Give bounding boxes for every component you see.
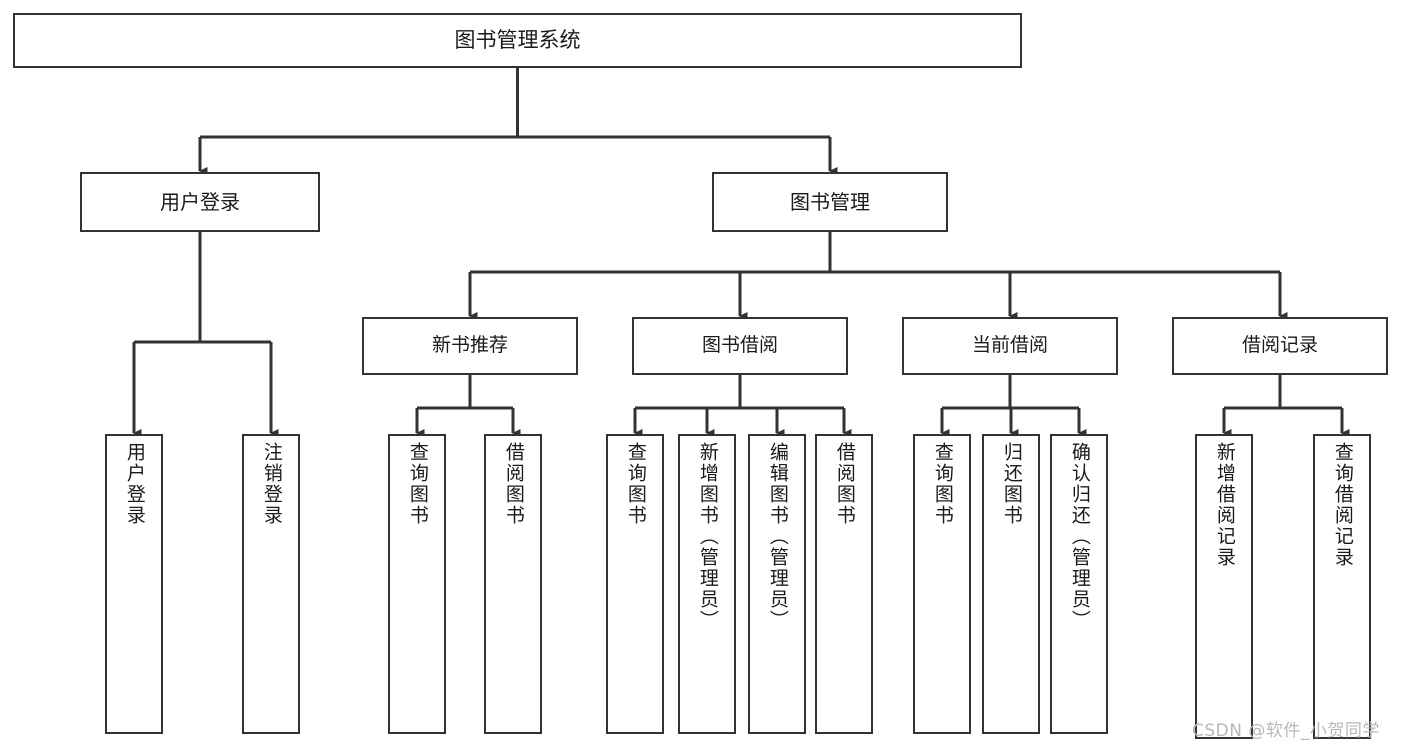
watermark-text: CSDN @软件_小贺同学 bbox=[1192, 721, 1380, 741]
node-label: 图书管理 bbox=[790, 189, 870, 214]
node-label: 查询借阅记录 bbox=[1331, 442, 1354, 568]
node-label: 确认归还（管理员） bbox=[1068, 442, 1091, 631]
node-label: 新增图书（管理员） bbox=[696, 442, 719, 631]
node-leaf-borrow-book[interactable]: 借阅图书 bbox=[815, 434, 873, 734]
node-label: 用户登录 bbox=[123, 442, 146, 526]
node-label: 归还图书 bbox=[1000, 442, 1023, 526]
node-leaf-user-login[interactable]: 用户登录 bbox=[105, 434, 163, 734]
node-label: 图书借阅 bbox=[701, 334, 778, 357]
node-label: 新增借阅记录 bbox=[1213, 442, 1236, 568]
node-label: 用户登录 bbox=[160, 189, 240, 214]
node-label: 查询图书 bbox=[406, 442, 429, 526]
node-leaf-newbook-borrow[interactable]: 借阅图书 bbox=[484, 434, 542, 734]
node-label: 查询图书 bbox=[624, 442, 647, 526]
node-leaf-borrow-edit-admin[interactable]: 编辑图书（管理员） bbox=[748, 434, 806, 734]
node-label: 查询图书 bbox=[931, 442, 954, 526]
node-leaf-newbook-query[interactable]: 查询图书 bbox=[388, 434, 446, 734]
node-leaf-borrow-add-admin[interactable]: 新增图书（管理员） bbox=[678, 434, 736, 734]
node-label: 借阅记录 bbox=[1241, 334, 1318, 357]
node-book-management[interactable]: 图书管理 bbox=[712, 172, 948, 232]
node-leaf-record-add[interactable]: 新增借阅记录 bbox=[1195, 434, 1253, 739]
node-book-borrow[interactable]: 图书借阅 bbox=[632, 317, 848, 375]
node-new-book-recommend[interactable]: 新书推荐 bbox=[362, 317, 578, 375]
node-label: 借阅图书 bbox=[833, 442, 856, 526]
node-label: 编辑图书（管理员） bbox=[766, 442, 789, 631]
node-label: 图书管理系统 bbox=[454, 28, 581, 53]
node-leaf-user-logout[interactable]: 注销登录 bbox=[242, 434, 300, 734]
node-label: 当前借阅 bbox=[971, 334, 1048, 357]
node-root[interactable]: 图书管理系统 bbox=[13, 13, 1022, 68]
node-current-borrow[interactable]: 当前借阅 bbox=[902, 317, 1118, 375]
node-leaf-confirm-return-admin[interactable]: 确认归还（管理员） bbox=[1050, 434, 1108, 734]
node-leaf-current-return[interactable]: 归还图书 bbox=[982, 434, 1040, 734]
node-label: 注销登录 bbox=[260, 442, 283, 526]
node-leaf-record-query[interactable]: 查询借阅记录 bbox=[1313, 434, 1371, 739]
node-borrow-records[interactable]: 借阅记录 bbox=[1172, 317, 1388, 375]
node-leaf-current-query[interactable]: 查询图书 bbox=[913, 434, 971, 734]
node-label: 借阅图书 bbox=[502, 442, 525, 526]
node-leaf-borrow-query[interactable]: 查询图书 bbox=[606, 434, 664, 734]
node-user-login[interactable]: 用户登录 bbox=[80, 172, 320, 232]
node-label: 新书推荐 bbox=[431, 334, 508, 357]
